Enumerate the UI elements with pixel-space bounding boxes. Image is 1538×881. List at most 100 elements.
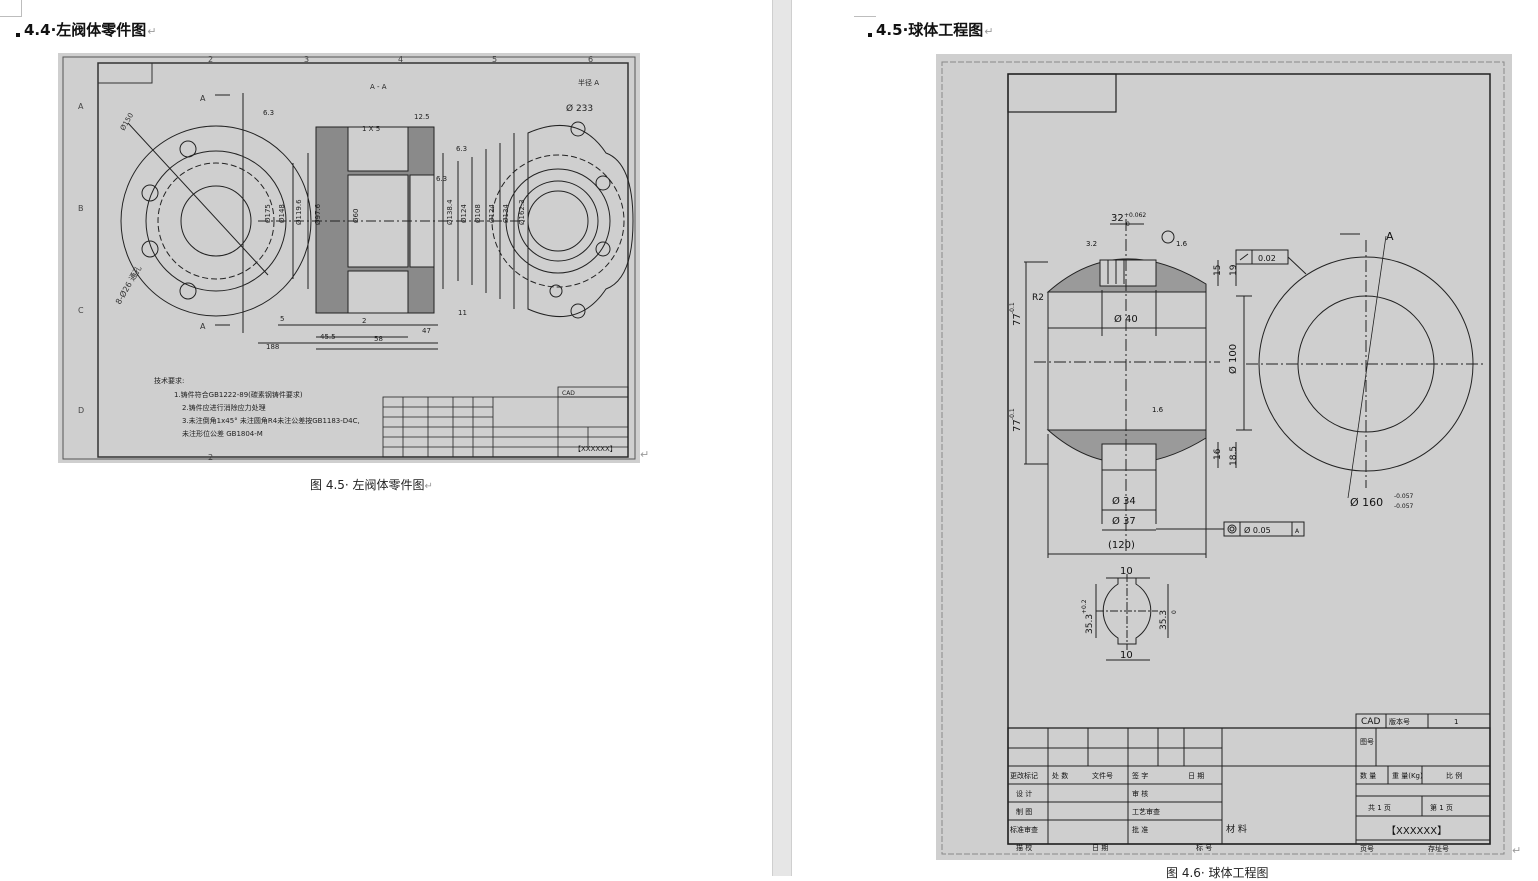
svg-text:0: 0 [1171, 610, 1178, 614]
svg-text:设 计: 设 计 [1016, 789, 1032, 798]
svg-text:15: 15 [1213, 265, 1223, 276]
svg-text:11: 11 [458, 309, 467, 317]
svg-text:5: 5 [280, 315, 284, 323]
right-ball-drawing: 32 +0.062 0 3.2 1.6 1.6 Ø 40 Ø 34 Ø 37 (… [936, 54, 1512, 860]
svg-text:12.5: 12.5 [414, 113, 430, 121]
svg-text:更改标记: 更改标记 [1010, 771, 1038, 780]
svg-text:文件号: 文件号 [1092, 771, 1113, 780]
svg-text:第 1 页: 第 1 页 [1430, 803, 1453, 812]
svg-text:6.3: 6.3 [263, 109, 274, 117]
svg-text:Ø138.4: Ø138.4 [446, 199, 454, 225]
svg-text:CAD: CAD [562, 390, 575, 397]
svg-text:Ø 40: Ø 40 [1114, 313, 1138, 325]
svg-text:版本号: 版本号 [1389, 717, 1410, 726]
svg-text:A: A [1386, 230, 1394, 243]
right-section-heading: 4.5·球体工程图↵ [868, 19, 994, 40]
svg-text:1.铸件符合GB1222-89(碳素钢铸件要求): 1.铸件符合GB1222-89(碳素钢铸件要求) [174, 390, 303, 399]
svg-text:58: 58 [374, 335, 383, 343]
svg-text:10: 10 [1120, 650, 1133, 661]
svg-text:5: 5 [492, 55, 497, 64]
svg-text:35.3: 35.3 [1159, 610, 1169, 630]
svg-text:Ø134: Ø134 [502, 204, 510, 223]
svg-text:-0.057: -0.057 [1394, 493, 1414, 500]
svg-text:2: 2 [208, 453, 213, 462]
svg-text:描 校: 描 校 [1016, 843, 1032, 852]
svg-text:6: 6 [588, 55, 593, 64]
svg-text:数 量: 数 量 [1360, 771, 1376, 780]
svg-text:1.6: 1.6 [1176, 240, 1188, 248]
svg-text:Ø 160: Ø 160 [1350, 496, 1383, 509]
svg-text:Ø108: Ø108 [474, 204, 482, 223]
svg-text:3.2: 3.2 [1086, 240, 1097, 248]
svg-text:Ø162.3: Ø162.3 [518, 199, 526, 225]
svg-text:16: 16 [1213, 448, 1223, 460]
svg-text:0.02: 0.02 [1258, 254, 1276, 263]
page-gutter [772, 0, 792, 876]
svg-text:Ø124: Ø124 [488, 204, 496, 223]
svg-text:A - A: A - A [370, 83, 387, 91]
svg-text:18.5: 18.5 [1229, 446, 1239, 466]
svg-text:标 号: 标 号 [1196, 843, 1212, 852]
svg-text:Ø175: Ø175 [264, 204, 272, 223]
svg-text:-0.057: -0.057 [1394, 503, 1414, 510]
svg-text:日 期: 日 期 [1188, 772, 1204, 780]
svg-text:2: 2 [208, 55, 213, 64]
paragraph-mark: ↵ [1512, 844, 1522, 857]
svg-text:A: A [200, 322, 206, 331]
svg-text:C: C [78, 306, 84, 315]
svg-text:重 量(Kg): 重 量(Kg) [1392, 772, 1423, 780]
svg-text:35.3: 35.3 [1085, 614, 1095, 634]
crop-mark-left [0, 0, 22, 17]
svg-text:+0.2: +0.2 [1081, 599, 1088, 614]
svg-text:批 准: 批 准 [1132, 825, 1148, 834]
svg-text:制 图: 制 图 [1016, 807, 1032, 816]
svg-text:比 例: 比 例 [1446, 771, 1462, 780]
svg-text:CAD: CAD [1361, 717, 1380, 727]
right-figure-caption: 图 4.6· 球体工程图 [1166, 866, 1269, 880]
svg-text:R2: R2 [1032, 293, 1044, 303]
svg-text:半径 A: 半径 A [578, 78, 599, 87]
svg-text:(120): (120) [1108, 540, 1135, 551]
svg-text:Ø 0.05: Ø 0.05 [1244, 525, 1271, 535]
svg-text:标准审查: 标准审查 [1010, 825, 1038, 834]
svg-text:3: 3 [304, 55, 309, 64]
svg-text:Ø124: Ø124 [460, 204, 468, 223]
svg-text:处 数: 处 数 [1052, 771, 1068, 780]
svg-text:A: A [1295, 528, 1300, 535]
svg-text:存址号: 存址号 [1428, 844, 1449, 853]
svg-text:188: 188 [266, 343, 279, 351]
right-document-page: 4.5·球体工程图↵ [792, 0, 1538, 880]
svg-text:2: 2 [362, 317, 366, 325]
svg-text:【XXXXXX】: 【XXXXXX】 [574, 445, 617, 453]
svg-text:工艺审查: 工艺审查 [1132, 807, 1160, 816]
svg-text:Ø 37: Ø 37 [1112, 515, 1136, 527]
bullet-icon [16, 32, 20, 37]
svg-text:Ø 100: Ø 100 [1227, 344, 1239, 374]
svg-text:77: 77 [1012, 313, 1023, 326]
svg-text:+0.062: +0.062 [1124, 212, 1146, 219]
svg-text:1: 1 [1454, 718, 1458, 726]
svg-text:10: 10 [1120, 566, 1133, 577]
svg-text:6.3: 6.3 [456, 145, 467, 153]
svg-text:3.未注倒角1x45° 未注圆角R4未注公差按GB1183-: 3.未注倒角1x45° 未注圆角R4未注公差按GB1183-D4C, [182, 416, 360, 425]
crop-mark-right [854, 0, 876, 17]
svg-text:审 核: 审 核 [1132, 789, 1148, 798]
svg-text:D: D [78, 406, 84, 415]
svg-text:19: 19 [1229, 264, 1239, 276]
svg-text:图号: 图号 [1360, 738, 1374, 746]
svg-text:-0.1: -0.1 [1009, 408, 1016, 420]
svg-text:45.5: 45.5 [320, 333, 336, 341]
svg-text:【XXXXXX】: 【XXXXXX】 [1386, 825, 1447, 837]
svg-text:共 1 页: 共 1 页 [1368, 803, 1391, 812]
svg-text:技术要求:: 技术要求: [154, 376, 184, 385]
svg-text:B: B [78, 204, 84, 213]
svg-text:A: A [200, 94, 206, 103]
svg-text:1.6: 1.6 [1152, 406, 1164, 414]
svg-text:Ø 233: Ø 233 [566, 103, 593, 114]
svg-text:Ø60: Ø60 [352, 209, 360, 223]
svg-text:4: 4 [398, 55, 403, 64]
svg-text:0: 0 [1126, 221, 1130, 228]
paragraph-mark: ↵ [640, 448, 650, 461]
